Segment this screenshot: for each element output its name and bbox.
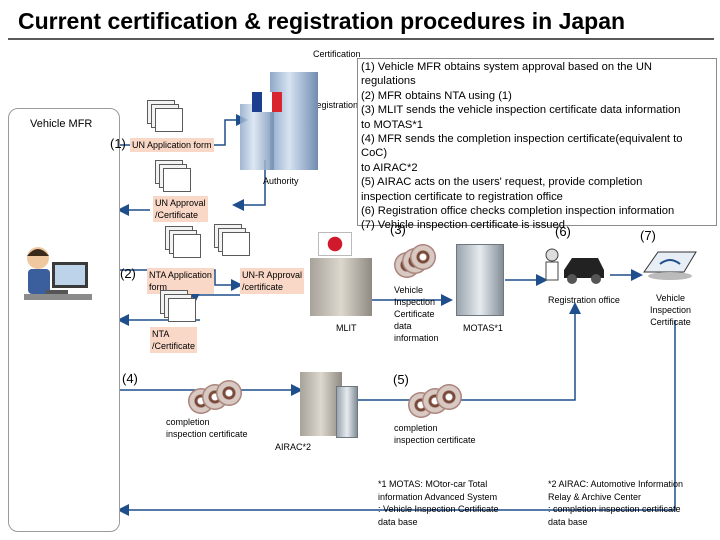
- vid-line-4: data: [394, 321, 412, 331]
- step-7-label: (7): [640, 228, 656, 243]
- arrow-airac-to-regoffice: [355, 302, 581, 401]
- step-2-label: (2): [120, 266, 136, 281]
- fn-airac-line-3: : completion inspection certificate: [548, 504, 681, 514]
- fn-motas-line-2: information Advanced System: [378, 491, 498, 502]
- fn-airac-line-4: data base: [548, 516, 588, 527]
- vid-line-1: Vehicle: [394, 285, 424, 295]
- authority-annex-icon: [240, 104, 274, 170]
- fn-motas-line-4: data base: [378, 516, 418, 527]
- registration-office-icon: [545, 248, 604, 284]
- airac-label: AIRAC*2: [275, 442, 312, 452]
- fn-motas-line-1: *1 MOTAS: MOtor-car Total: [378, 479, 488, 489]
- callout-line-10: inspection certificate to registration o…: [361, 190, 563, 203]
- callout-line-5: to MOTAS*1: [361, 118, 423, 131]
- nta-certificate-line-2: /Certificate: [152, 341, 196, 351]
- person-at-desk-icon: [24, 247, 92, 300]
- completion-cert-right-label: completion inspection certificate: [394, 422, 476, 446]
- completion-cert-left-label: completion inspection certificate: [166, 416, 248, 440]
- step-4-label: (4): [122, 371, 138, 386]
- callout-line-12: (7) Vehicle inspection certificate is is…: [361, 219, 565, 232]
- step-6-label: (6): [555, 224, 571, 239]
- mlit-label: MLIT: [336, 323, 357, 333]
- unr-approval-line-2: /certificate: [242, 282, 284, 292]
- un-approval-line-1: UN Approval: [155, 198, 206, 208]
- vid-line-3: Certificate: [394, 309, 435, 319]
- procedure-callout: [357, 58, 717, 226]
- un-approval-docs-icon: [155, 160, 195, 194]
- footnote-motas: *1 MOTAS: MOtor-car Total information Ad…: [378, 478, 499, 528]
- motas-server-icon: [456, 244, 504, 316]
- vehicle-mfr-label: Vehicle MFR: [30, 118, 93, 130]
- callout-line-8: to AIRAC*2: [361, 161, 418, 174]
- callout-line-6: (4) MFR sends the completion inspection …: [361, 133, 683, 146]
- vehicle-mfr-box: [8, 108, 120, 532]
- callout-line-1: (1) Vehicle MFR obtains system approval …: [361, 61, 653, 73]
- footnote-airac: *2 AIRAC: Automotive Information Relay &…: [548, 478, 683, 528]
- nta-application-label: NTA Application form: [147, 268, 214, 294]
- nta-certificate-docs-icon: [160, 290, 200, 324]
- authority-label: Authority: [263, 176, 299, 186]
- mlit-building-icon: [310, 258, 372, 316]
- callout-line-11: (6) Registration office checks completio…: [361, 205, 675, 218]
- un-approval-label: UN Approval/Certificate: [153, 196, 208, 222]
- disc-stack-4-icon: [188, 380, 244, 414]
- un-application-form-label: UN Application form: [130, 138, 214, 152]
- unr-approval-label: UN-R Approval/certificate: [240, 268, 305, 294]
- vic-line-2: Inspection: [650, 305, 692, 315]
- vehicle-inspection-data-label: Vehicle Inspection Certificate data info…: [394, 284, 439, 344]
- cc-left-line-1: completion: [166, 417, 210, 427]
- fn-motas-line-3: : Vehicle Inspection Certificate: [378, 504, 499, 514]
- nta-application-line-2: form: [149, 282, 167, 292]
- vid-line-2: Inspection: [394, 297, 436, 307]
- cc-left-line-2: inspection certificate: [166, 429, 248, 439]
- un-approval-line-2: /Certificate: [155, 210, 199, 220]
- step-1-label: (1): [110, 136, 126, 151]
- unr-approval-docs-icon: [214, 224, 254, 258]
- vic-line-3: Certificate: [650, 317, 691, 327]
- step-5-label: (5): [393, 372, 409, 387]
- disc-stack-5-icon: [408, 384, 464, 418]
- vehicle-certificate-icon: [643, 251, 697, 280]
- france-flag-icon: [252, 92, 282, 112]
- title-underline: [8, 38, 714, 40]
- nta-certificate-label: NTA/Certificate: [150, 327, 198, 353]
- page-title: Current certification & registration pro…: [18, 8, 626, 34]
- callout-line-3: (2) MFR obtains NTA using (1): [361, 89, 512, 102]
- arrow-un-approval: [232, 160, 266, 211]
- unr-approval-line-1: UN-R Approval: [242, 270, 303, 280]
- arrow-cert-to-user: [117, 320, 676, 516]
- motas-label: MOTAS*1: [463, 323, 503, 333]
- fn-airac-line-1: *2 AIRAC: Automotive Information: [548, 479, 684, 489]
- vid-line-5: information: [394, 333, 439, 343]
- callout-line-7: CoC): [361, 147, 388, 160]
- callout-line-4: (3) MLIT sends the vehicle inspection ce…: [361, 104, 681, 117]
- certification-label: Certification: [313, 49, 361, 59]
- vehicle-certificate-label: Vehicle Inspection Certificate: [650, 292, 691, 328]
- japan-flag-icon: [318, 232, 352, 256]
- callout-line-2: regulations: [361, 75, 416, 88]
- nta-application-line-1: NTA Application: [149, 270, 212, 280]
- callout-line-9: (5) AIRAC acts on the users' request, pr…: [361, 176, 643, 189]
- authority-building-icon: [270, 72, 318, 170]
- airac-server-icon: [336, 386, 358, 438]
- cc-right-line-1: completion: [394, 423, 438, 433]
- registration-label: Registration: [310, 100, 359, 110]
- procedure-callout-text: (1) Vehicle MFR obtains system approval …: [361, 60, 715, 233]
- vic-line-1: Vehicle: [656, 293, 686, 303]
- fn-airac-line-2: Relay & Archive Center: [548, 491, 642, 502]
- arrow-unr-approval: [189, 291, 240, 303]
- step-3-label: (3): [390, 222, 406, 237]
- registration-office-label: Registration office: [548, 295, 620, 305]
- cc-right-line-2: inspection certificate: [394, 435, 476, 445]
- nta-certificate-line-1: NTA: [152, 329, 170, 339]
- airac-building-icon: [300, 372, 342, 436]
- disc-stack-3-icon: [394, 244, 436, 278]
- un-application-docs-icon: [147, 100, 187, 134]
- nta-application-docs-icon: [165, 226, 205, 260]
